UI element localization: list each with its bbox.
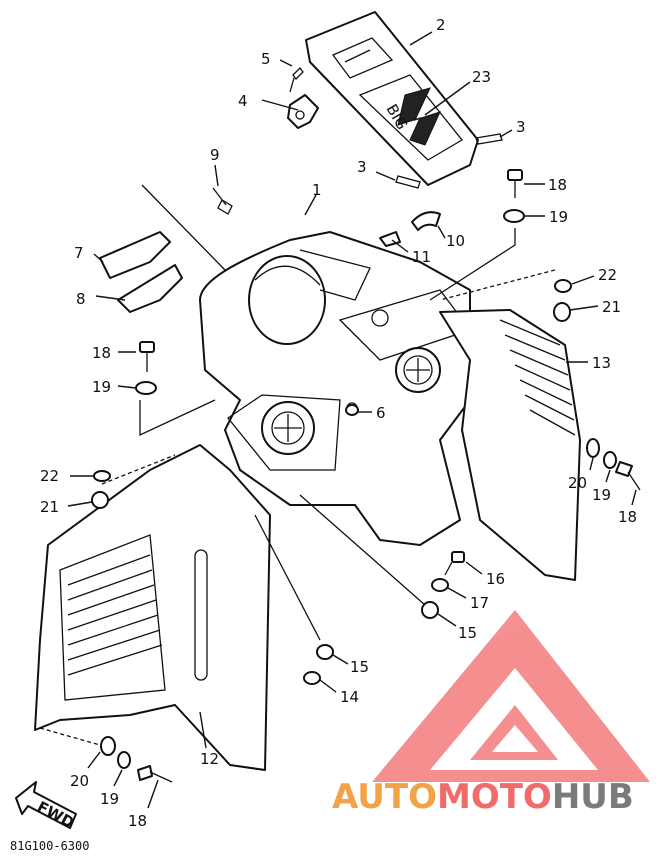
left-side-panel	[34, 444, 271, 771]
forward-direction-arrow: FWD	[15, 781, 77, 832]
callout-22: 22	[40, 467, 59, 485]
callout-22: 22	[598, 266, 617, 284]
nut-part-19-left	[135, 381, 157, 395]
cap-part-22-left	[93, 470, 111, 482]
drawing-code: 81G100-6300	[10, 839, 89, 853]
bolt-part-16	[444, 551, 465, 576]
callout-19: 19	[92, 378, 111, 396]
bracket-part-7	[99, 231, 171, 279]
bolt-part-18-bottom	[137, 765, 173, 783]
left-panel-louvers	[67, 554, 163, 676]
callout-15: 15	[458, 624, 477, 642]
washer-part-15-center	[421, 601, 439, 619]
svg-text:AUTOMOTOHUB: AUTOMOTOHUB	[332, 777, 634, 817]
callout-11: 11	[412, 248, 431, 266]
top-cover-part: BIG	[305, 11, 479, 186]
bracket-part-8	[117, 264, 183, 313]
callout-19: 19	[549, 208, 568, 226]
callout-13: 13	[592, 354, 611, 372]
callout-7: 7	[74, 244, 84, 262]
washer-part-15-lower	[316, 644, 334, 660]
washer-part-20-right	[586, 438, 600, 458]
callout-18: 18	[128, 812, 147, 830]
grommet-part-21-right	[553, 302, 571, 322]
callout-15: 15	[350, 658, 369, 676]
bolt-part-18-top	[507, 169, 523, 198]
assembly-guide-lines	[39, 184, 556, 746]
callout-20: 20	[568, 474, 587, 492]
callout-14: 14	[340, 688, 359, 706]
pin-part-3b	[395, 175, 421, 189]
callout-8: 8	[76, 290, 86, 308]
watermark-logo	[372, 610, 650, 782]
screw-part-5	[289, 67, 304, 93]
nut-part-14	[303, 671, 321, 685]
cap-part-22-right	[554, 279, 572, 293]
callout-9: 9	[210, 146, 220, 164]
callout-21: 21	[602, 298, 621, 316]
clip-part-10	[411, 211, 441, 231]
callout-18: 18	[618, 508, 637, 526]
gauge-right	[395, 347, 441, 393]
bolt-part-18-right	[615, 461, 641, 491]
callout-19: 19	[100, 790, 119, 808]
callout-2: 2	[436, 16, 446, 34]
callout-16: 16	[486, 570, 505, 588]
callout-6: 6	[376, 404, 386, 422]
gauge-left	[261, 401, 315, 455]
nut-part-6	[345, 404, 359, 416]
brand-moto: MOTO	[437, 777, 552, 817]
right-panel-louvers	[499, 319, 576, 436]
brand-auto: AUTO	[332, 777, 437, 817]
callout-3: 3	[516, 118, 526, 136]
watermark-brand: AUTOMOTOHUB	[332, 777, 634, 817]
brand-hub: HUB	[552, 777, 634, 817]
cable-part-9	[212, 187, 233, 215]
callout-4: 4	[238, 92, 248, 110]
leader-lines	[67, 31, 637, 809]
callout-19: 19	[592, 486, 611, 504]
callout-labels: 2 23 3 3 5 4 9 1 10 11 18 19 7 8 22 21 1…	[40, 16, 637, 830]
washer-part-20-bottom	[100, 736, 116, 756]
nut-part-17	[431, 578, 449, 592]
callout-18: 18	[548, 176, 567, 194]
callout-1: 1	[312, 181, 322, 199]
nut-part-19-bottom	[117, 751, 131, 769]
callout-12: 12	[200, 750, 219, 768]
dash-body-part	[199, 231, 472, 546]
callout-21: 21	[40, 498, 59, 516]
right-side-panel	[439, 309, 581, 581]
grommet-part-21-left	[91, 491, 109, 509]
callout-20: 20	[70, 772, 89, 790]
callout-18: 18	[92, 344, 111, 362]
callout-3: 3	[357, 158, 367, 176]
pin-part-3a	[475, 133, 503, 145]
callout-23: 23	[472, 68, 491, 86]
nut-part-19-right	[603, 451, 617, 469]
callout-10: 10	[446, 232, 465, 250]
callout-17: 17	[470, 594, 489, 612]
nut-part-19-top	[503, 209, 525, 223]
callout-5: 5	[261, 50, 271, 68]
clamp-part-4	[287, 94, 319, 129]
bolt-part-18-left	[139, 341, 155, 372]
